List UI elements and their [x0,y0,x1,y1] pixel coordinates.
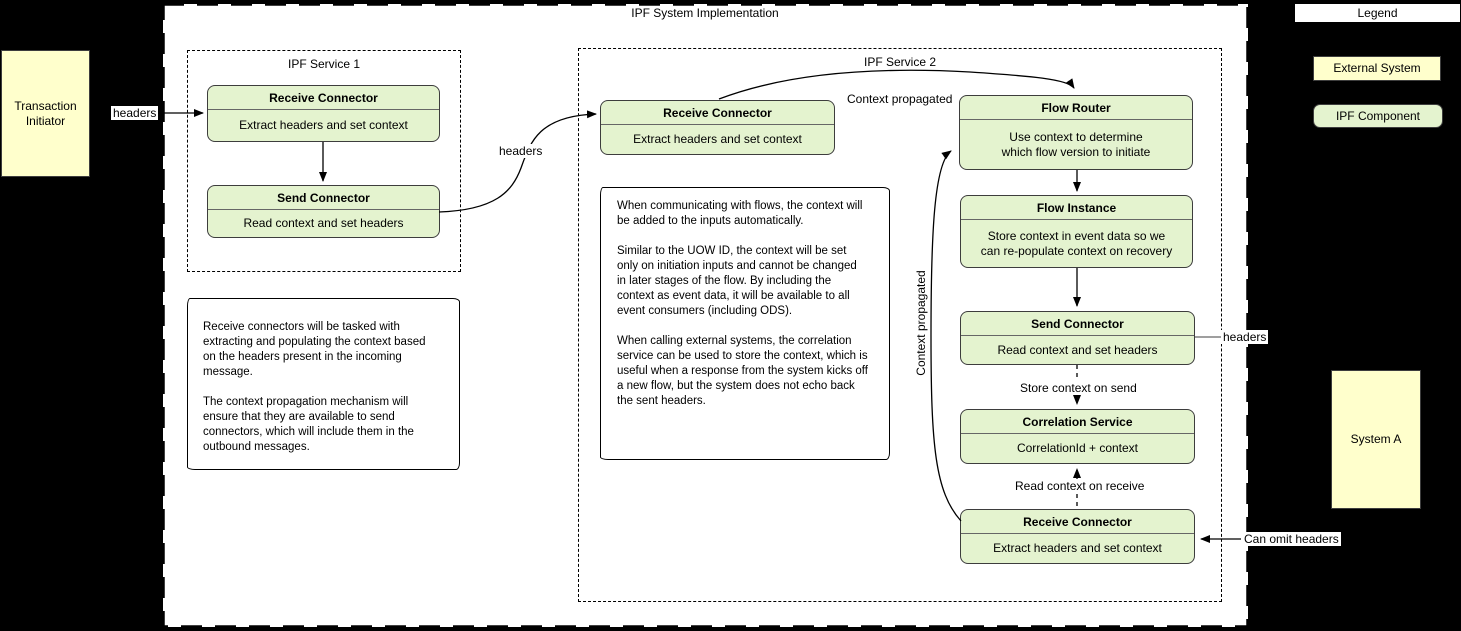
group-ipf-service-1: IPF Service 1 [187,50,461,272]
group-title-ipf-service-2: IPF Service 2 [863,55,937,69]
node-receive-connector-1-body: Extract headers and set context [239,118,408,132]
node-receive-connector-2-title: Receive Connector [601,101,834,125]
node-flow-router-body: Use context to determine which flow vers… [1001,129,1151,159]
note-receive-connectors-text: Receive connectors will be tasked with e… [203,321,426,453]
label-store-context-on-send: Store context on send [1018,381,1139,395]
note-context-flows-text: When communicating with flows, the conte… [617,200,868,407]
note-context-flows: When communicating with flows, the conte… [600,187,890,460]
node-correlation-service: Correlation Service CorrelationId + cont… [960,409,1195,464]
node-send-connector-1-title: Send Connector [208,186,439,210]
note-receive-connectors: Receive connectors will be tasked with e… [187,298,460,470]
node-send-connector-2: Send Connector Read context and set head… [960,311,1195,365]
node-flow-router: Flow Router Use context to determine whi… [959,95,1193,170]
node-receive-connector-1-title: Receive Connector [208,86,439,110]
node-receive-connector-2-body: Extract headers and set context [633,132,802,146]
node-correlation-service-body: CorrelationId + context [1016,441,1139,455]
label-can-omit-headers: Can omit headers [1242,532,1341,546]
node-flow-instance-title: Flow Instance [961,196,1192,220]
label-context-propagated-top: Context propagated [845,92,955,106]
label-context-propagated-side: Context propagated [914,263,928,383]
group-title-ipf-service-1: IPF Service 1 [287,57,361,71]
legend-title: Legend [1294,3,1461,23]
node-send-connector-1-body: Read context and set headers [243,216,404,230]
label-headers-mid: headers [497,144,545,158]
label-headers-in: headers [111,106,159,120]
node-receive-connector-2: Receive Connector Extract headers and se… [600,100,835,155]
arrow-send1-to-receive2 [438,110,597,213]
node-flow-router-title: Flow Router [960,96,1192,120]
node-send-connector-2-body: Read context and set headers [997,342,1158,357]
node-send-connector-1: Send Connector Read context and set head… [207,185,440,238]
node-transaction-initiator: Transaction Initiator [1,50,90,177]
node-receive-connector-3-body: Extract headers and set context [993,541,1162,555]
diagram-title: IPF System Implementation [631,6,779,20]
node-flow-instance-body: Store context in event data so we can re… [980,228,1173,258]
node-flow-instance: Flow Instance Store context in event dat… [960,195,1193,268]
label-headers-out: headers [1221,330,1269,344]
legend-external-system: External System [1313,56,1441,81]
legend-ipf-component: IPF Component [1313,104,1443,128]
node-receive-connector-3-title: Receive Connector [961,510,1194,534]
label-read-context-on-receive: Read context on receive [1013,479,1147,493]
node-receive-connector-1: Receive Connector Extract headers and se… [207,85,440,142]
node-correlation-service-title: Correlation Service [961,410,1194,434]
node-send-connector-2-title: Send Connector [961,312,1194,336]
node-system-a: System A [1331,370,1421,509]
node-receive-connector-3: Receive Connector Extract headers and se… [960,509,1195,564]
